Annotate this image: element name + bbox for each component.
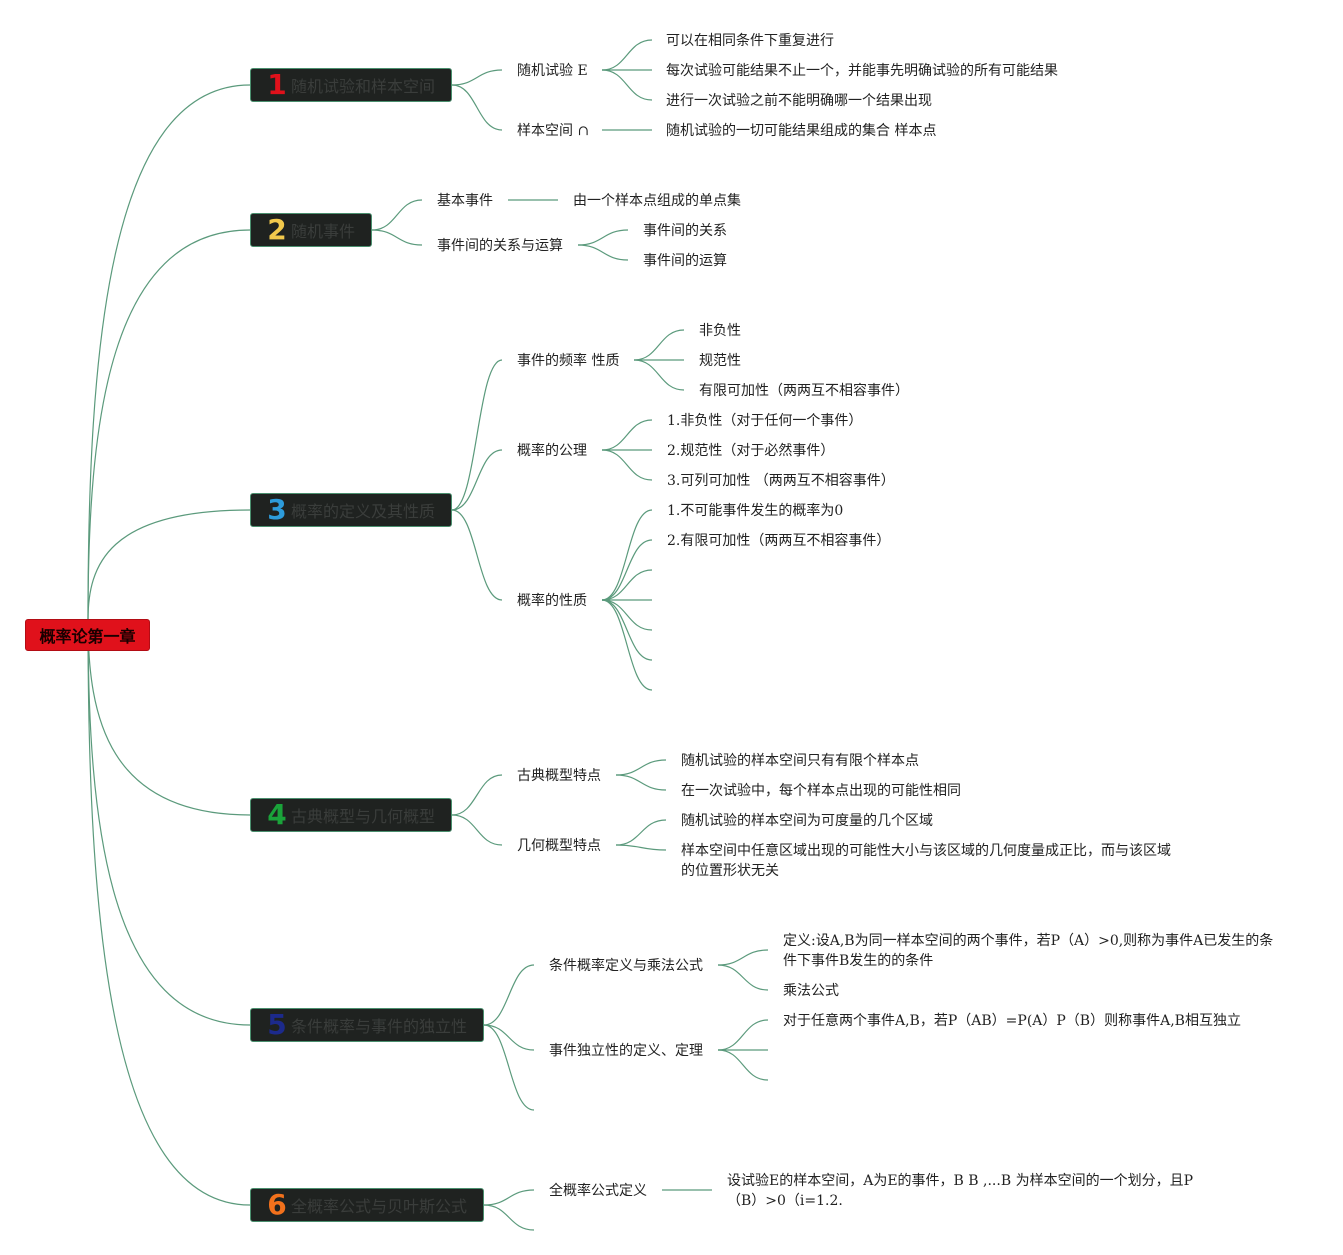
node-basic-event[interactable]: 基本事件 <box>437 193 493 209</box>
topic-label-3: 概率的定义及其性质 <box>291 502 436 521</box>
node-classical[interactable]: 古典概型特点 <box>517 768 601 784</box>
root-connector <box>87 619 251 1206</box>
root-connector <box>87 619 251 816</box>
node-total-prob[interactable]: 全概率公式定义 <box>549 1183 647 1199</box>
connector <box>615 844 667 851</box>
connector <box>451 69 503 86</box>
topic-label-5: 条件概率与事件的独立性 <box>291 1017 468 1036</box>
leaf-basic-event[interactable]: 由一个样本点组成的单点集 <box>573 193 741 209</box>
node-sample-space[interactable]: 样本空间 ∩ <box>517 123 590 139</box>
connector <box>451 509 503 601</box>
connector <box>371 199 423 231</box>
connector <box>601 539 653 601</box>
connector <box>615 774 667 791</box>
connector <box>483 1189 535 1206</box>
connector <box>483 1204 535 1231</box>
topic-5[interactable]: 5 条件概率与事件的独立性 <box>250 1008 484 1042</box>
connector <box>601 39 653 71</box>
topic-number-4: 4 <box>267 798 287 831</box>
node-frequency[interactable]: 事件的频率 性质 <box>517 353 620 369</box>
connector <box>717 964 769 991</box>
leaf-cond-def[interactable]: 定义:设A,B为同一样本空间的两个事件，若P（A）>0,则称为事件A已发生的条件… <box>783 933 1274 969</box>
leaf-operations[interactable]: 事件间的运算 <box>643 253 727 269</box>
root-connector <box>87 229 251 621</box>
node-random-experiment[interactable]: 随机试验 E <box>517 63 588 79</box>
leaf-relations[interactable]: 事件间的关系 <box>643 223 727 239</box>
topic-6[interactable]: 6 全概率公式与贝叶斯公式 <box>250 1188 484 1222</box>
connector <box>371 229 423 246</box>
connector <box>451 359 503 511</box>
connector <box>633 359 685 391</box>
leaf-freq-3[interactable]: 有限可加性（两两互不相容事件） <box>699 383 909 399</box>
connector <box>483 1024 535 1051</box>
connector <box>483 1024 535 1111</box>
topic-label-4: 古典概型与几何概型 <box>291 807 436 826</box>
node-properties[interactable]: 概率的性质 <box>517 593 587 609</box>
topic-number-1: 1 <box>267 68 287 101</box>
root-label: 概率论第一章 <box>39 627 136 646</box>
connector <box>601 509 653 601</box>
connector <box>601 449 653 481</box>
topic-4[interactable]: 4 古典概型与几何概型 <box>250 798 452 832</box>
node-event-relations[interactable]: 事件间的关系与运算 <box>437 238 563 254</box>
root-connector <box>87 84 251 621</box>
leaf-freq-1[interactable]: 非负性 <box>699 323 741 339</box>
connector <box>601 569 653 601</box>
leaf-sample-space[interactable]: 随机试验的一切可能结果组成的集合 样本点 <box>666 123 937 139</box>
root-connector <box>87 619 251 1026</box>
connector <box>601 599 653 631</box>
leaf-geo-2[interactable]: 样本空间中任意区域出现的可能性大小与该区域的几何度量成正比，而与该区域的位置形状… <box>681 843 1171 879</box>
topic-number-5: 5 <box>267 1008 287 1041</box>
connector <box>601 69 653 101</box>
root-connector <box>87 509 251 621</box>
connector <box>451 814 503 846</box>
topic-2[interactable]: 2 随机事件 <box>250 213 372 247</box>
topic-label-1: 随机试验和样本空间 <box>291 77 436 96</box>
topic-label-6: 全概率公式与贝叶斯公式 <box>291 1197 468 1216</box>
node-independence[interactable]: 事件独立性的定义、定理 <box>549 1043 703 1059</box>
root-node[interactable]: 概率论第一章 <box>25 619 150 651</box>
leaf-prop-1[interactable]: 1.不可能事件发生的概率为0 <box>667 503 844 519</box>
topic-1[interactable]: 1 随机试验和样本空间 <box>250 68 452 102</box>
leaf-freq-2[interactable]: 规范性 <box>699 353 741 369</box>
leaf-exp-3[interactable]: 进行一次试验之前不能明确哪一个结果出现 <box>666 93 932 109</box>
connector <box>615 759 667 776</box>
connector <box>577 244 629 261</box>
connector <box>601 599 653 661</box>
connector <box>601 599 653 691</box>
connector <box>577 229 629 246</box>
topic-number-3: 3 <box>267 493 287 526</box>
leaf-axiom-1[interactable]: 1.非负性（对于任何一个事件） <box>667 413 863 429</box>
leaf-axiom-3[interactable]: 3.可列可加性 （两两互不相容事件） <box>667 473 895 489</box>
connector <box>451 449 503 511</box>
connector <box>483 964 535 1026</box>
topic-number-2: 2 <box>267 213 287 246</box>
leaf-geo-1[interactable]: 随机试验的样本空间为可度量的几个区域 <box>681 813 933 829</box>
leaf-total-def[interactable]: 设试验E的样本空间，A为E的事件，B B ,...B 为样本空间的一个划分，且P… <box>727 1173 1193 1209</box>
node-axioms[interactable]: 概率的公理 <box>517 443 587 459</box>
node-conditional[interactable]: 条件概率定义与乘法公式 <box>549 958 703 974</box>
leaf-classic-2[interactable]: 在一次试验中，每个样本点出现的可能性相同 <box>681 783 961 799</box>
leaf-classic-1[interactable]: 随机试验的样本空间只有有限个样本点 <box>681 753 919 769</box>
topic-3[interactable]: 3 概率的定义及其性质 <box>250 493 452 527</box>
connector <box>633 329 685 361</box>
leaf-exp-1[interactable]: 可以在相同条件下重复进行 <box>666 33 834 49</box>
leaf-exp-2[interactable]: 每次试验可能结果不止一个，并能事先明确试验的所有可能结果 <box>666 63 1058 79</box>
connector <box>601 419 653 451</box>
leaf-prop-2[interactable]: 2.有限可加性（两两互不相容事件） <box>667 533 891 549</box>
connector <box>717 1049 769 1081</box>
connector <box>451 774 503 816</box>
connector <box>451 84 503 131</box>
connector <box>615 819 667 846</box>
topic-label-2: 随机事件 <box>291 222 356 241</box>
node-geometric[interactable]: 几何概型特点 <box>517 838 601 854</box>
topic-number-6: 6 <box>267 1188 287 1221</box>
connector <box>717 949 769 966</box>
leaf-indep-def[interactable]: 对于任意两个事件A,B，若P（AB）=P(A）P（B）则称事件A,B相互独立 <box>783 1013 1241 1029</box>
connector <box>717 1019 769 1051</box>
leaf-multiplication[interactable]: 乘法公式 <box>783 983 839 999</box>
leaf-axiom-2[interactable]: 2.规范性（对于必然事件） <box>667 443 835 459</box>
